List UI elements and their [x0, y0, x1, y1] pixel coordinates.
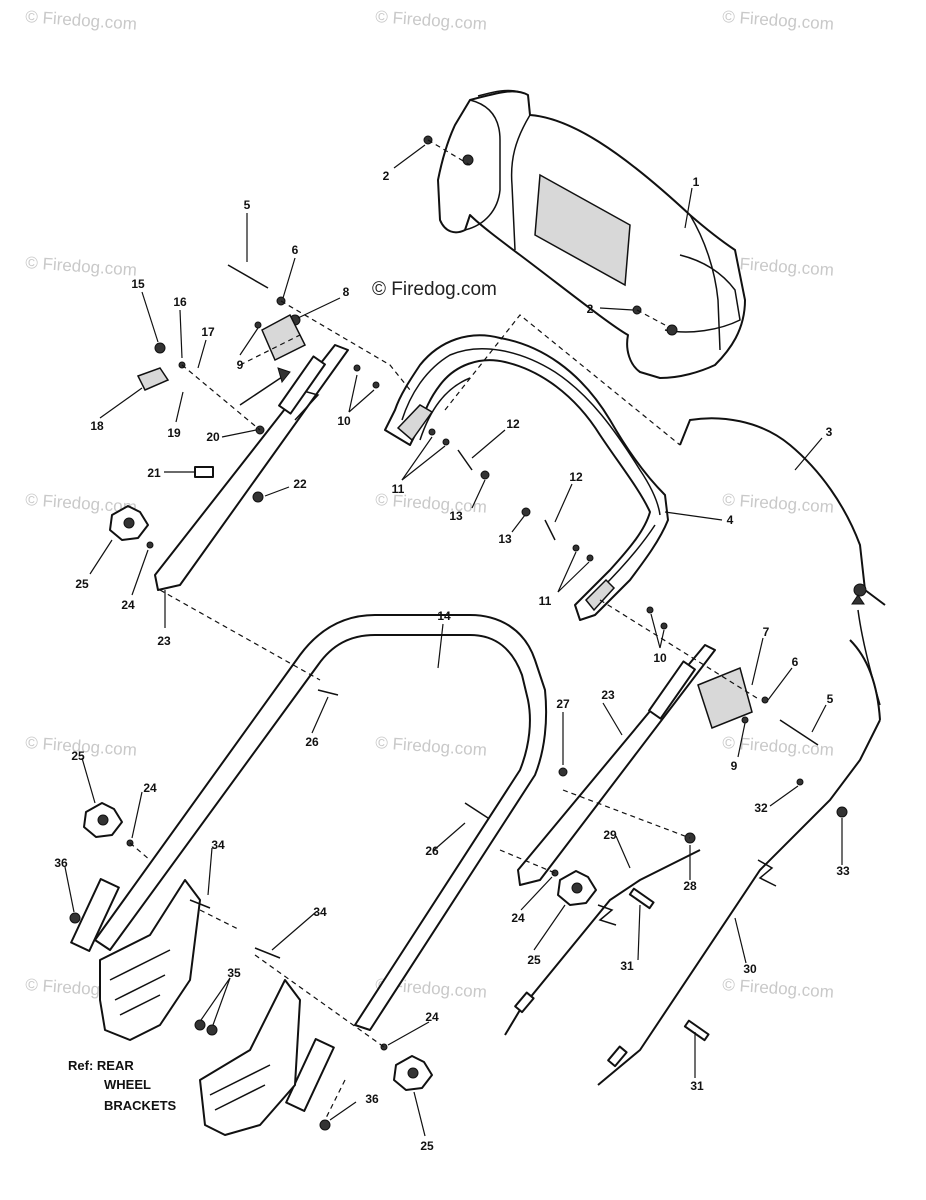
callout-36-a: 36 — [54, 856, 68, 870]
part-29-cable — [504, 849, 701, 1036]
callout-18: 18 — [90, 419, 104, 433]
callout-14: 14 — [437, 609, 451, 623]
callout-11-left: 11 — [392, 482, 405, 496]
callout-27: 27 — [556, 697, 570, 711]
callout-11-right: 11 — [539, 594, 552, 608]
callout-34-b: 34 — [313, 905, 327, 919]
callout-33: 33 — [836, 864, 850, 878]
callout-12-lower: 12 — [569, 470, 583, 484]
callout-15: 15 — [131, 277, 145, 291]
callout-26-a: 26 — [305, 735, 319, 749]
callout-5-right: 5 — [827, 692, 834, 706]
callout-12-upper: 12 — [506, 417, 520, 431]
callout-22: 22 — [293, 477, 307, 491]
watermark-4: © Firedog.com — [25, 253, 138, 280]
callout-13-upper: 13 — [449, 509, 463, 523]
callout-5-left: 5 — [244, 198, 251, 212]
callout-2-top: 2 — [383, 169, 390, 183]
reference-note-line3: BRACKETS — [104, 1098, 177, 1113]
part-23-left-bracket — [154, 344, 349, 591]
routing-arrows — [239, 367, 881, 706]
callout-9-left: 9 — [237, 358, 244, 372]
callout-29: 29 — [603, 828, 617, 842]
small-hardware — [69, 135, 848, 1131]
part-3-bail — [679, 417, 886, 606]
callout-6-left: 6 — [292, 243, 299, 257]
callout-35: 35 — [227, 966, 241, 980]
callout-24-d: 24 — [425, 1010, 439, 1024]
part-25-knobs — [83, 505, 597, 1091]
callout-9-right: 9 — [731, 759, 738, 773]
callout-25-d: 25 — [420, 1139, 434, 1153]
callout-24-b: 24 — [143, 781, 157, 795]
callout-24-a: 24 — [121, 598, 135, 612]
watermark-14: © Firedog.com — [722, 975, 835, 1002]
callout-28: 28 — [683, 879, 697, 893]
reference-note-line1: Ref: REAR — [68, 1058, 134, 1073]
callout-21: 21 — [147, 466, 161, 480]
callout-10-left: 10 — [337, 414, 351, 428]
center-credit: © Firedog.com — [372, 279, 497, 300]
watermark-1: © Firedog.com — [25, 7, 138, 34]
callout-31-b: 31 — [690, 1079, 704, 1093]
callout-4: 4 — [727, 513, 734, 527]
callout-23-right: 23 — [601, 688, 615, 702]
watermark-2: © Firedog.com — [375, 7, 488, 34]
assembly-lines — [129, 139, 761, 1121]
callout-6-right: 6 — [792, 655, 799, 669]
callout-13-lower: 13 — [498, 532, 512, 546]
leader-lines — [64, 144, 843, 1137]
callout-labels: 1 2 2 3 4 5 5 6 6 7 8 9 9 10 10 11 11 12… — [54, 169, 850, 1153]
callout-8: 8 — [343, 285, 350, 299]
watermark-10: © Firedog.com — [375, 733, 488, 760]
callout-25-c: 25 — [527, 953, 541, 967]
callout-34-a: 34 — [211, 838, 225, 852]
watermark-3: © Firedog.com — [722, 7, 835, 34]
callout-23-left: 23 — [157, 634, 171, 648]
callout-25-b: 25 — [71, 749, 85, 763]
part-4-upper-handle — [384, 334, 669, 621]
callout-32: 32 — [754, 801, 768, 815]
rear-wheel-bracket-right — [199, 979, 301, 1136]
reference-note-line2: WHEEL — [104, 1077, 151, 1092]
callout-7: 7 — [763, 625, 770, 639]
part-23-right-bracket — [517, 644, 716, 886]
reference-note: Ref: REAR WHEEL BRACKETS — [68, 1058, 177, 1113]
callout-36-b: 36 — [365, 1092, 379, 1106]
callout-2-right: 2 — [587, 302, 594, 316]
watermark-8: © Firedog.com — [722, 490, 835, 517]
callout-3: 3 — [826, 425, 833, 439]
callout-10-right: 10 — [653, 651, 667, 665]
callout-31-a: 31 — [620, 959, 634, 973]
callout-30: 30 — [743, 962, 757, 976]
callout-17: 17 — [201, 325, 215, 339]
callout-25-a: 25 — [75, 577, 89, 591]
callout-24-c: 24 — [511, 911, 525, 925]
callout-19: 19 — [167, 426, 181, 440]
part-1-console — [437, 89, 746, 379]
callout-20: 20 — [206, 430, 220, 444]
callout-16: 16 — [173, 295, 187, 309]
rear-wheel-bracket-left — [99, 879, 201, 1041]
part-14-lower-handle — [70, 614, 548, 1112]
callout-1: 1 — [693, 175, 700, 189]
callout-26-b: 26 — [425, 844, 439, 858]
